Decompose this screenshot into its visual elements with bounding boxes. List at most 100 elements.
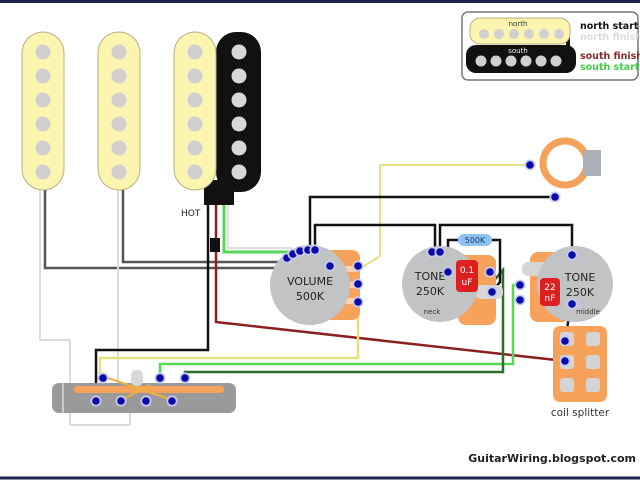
legend-pole-north	[509, 29, 519, 39]
pole-piece	[111, 116, 127, 132]
solder-joint	[436, 248, 444, 256]
pole-piece	[187, 92, 203, 108]
solder-joint	[551, 193, 559, 201]
cap-neck-value: 0.1	[460, 266, 474, 276]
pole-piece	[35, 68, 51, 84]
splice-block	[210, 238, 220, 252]
pickup-middle	[97, 31, 141, 191]
solder-joint	[428, 248, 436, 256]
legend-pole-south	[475, 55, 487, 67]
solder-joints	[90, 159, 578, 407]
pole-piece	[111, 164, 127, 180]
legend-pole-south	[505, 55, 517, 67]
switch-lever[interactable]	[131, 370, 143, 386]
solder-joint	[117, 397, 125, 405]
legend: north south north start north finish sou…	[461, 11, 640, 81]
cap-neck-unit: uF	[462, 278, 473, 288]
pole-piece	[111, 44, 127, 60]
legend-north-finish: north finish	[580, 32, 640, 43]
pole-piece	[35, 116, 51, 132]
solder-joint	[488, 288, 496, 296]
wire-humbucker-green	[222, 205, 290, 254]
splitter-lug	[586, 378, 600, 392]
wire-middle-hot	[121, 190, 280, 264]
solder-joint	[311, 246, 319, 254]
splitter-lug	[560, 378, 574, 392]
wire-ground-vol-tone	[313, 223, 437, 255]
tone-middle-value: 250K	[566, 286, 595, 299]
legend-pole-north	[494, 29, 504, 39]
solder-joint	[568, 251, 576, 259]
pole-piece	[187, 44, 203, 60]
legend-pole-north	[539, 29, 549, 39]
legend-pole-south	[520, 55, 532, 67]
solder-joint	[142, 397, 150, 405]
pole-piece	[35, 92, 51, 108]
tone-middle-position: middle	[576, 308, 600, 316]
coil-splitter-label: coil splitter	[551, 407, 610, 419]
wire-humbucker-red	[214, 205, 566, 363]
wire-humbucker-white	[227, 205, 292, 249]
wire-yellow-jack	[357, 164, 530, 271]
legend-pole-south	[535, 55, 547, 67]
tone-middle-label: TONE	[564, 271, 596, 284]
tone-middle-pot: 22 nF TONE 250K middle	[522, 246, 613, 322]
solder-joint	[181, 374, 189, 382]
pole-piece	[231, 140, 247, 156]
solder-joint	[444, 268, 452, 276]
solder-joint	[486, 268, 494, 276]
wire-ground-tone-tone	[438, 223, 574, 255]
legend-north-start: north start	[580, 21, 639, 32]
solder-joint	[354, 262, 362, 270]
pole-piece	[187, 164, 203, 180]
solder-joint	[296, 247, 304, 255]
solder-joint	[156, 374, 164, 382]
solder-joint	[526, 161, 534, 169]
pole-piece	[231, 92, 247, 108]
wire-neck-hot	[43, 190, 280, 270]
pole-piece	[35, 140, 51, 156]
legend-pole-north	[479, 29, 489, 39]
pole-piece	[111, 68, 127, 84]
legend-south-finish: south finish	[580, 51, 640, 62]
splitter-lug	[586, 332, 600, 346]
solder-joint	[561, 357, 569, 365]
pickup-bridge-humbucker	[173, 31, 261, 205]
pickup-selector-switch[interactable]	[52, 370, 236, 413]
volume-value: 500K	[296, 290, 325, 303]
solder-joint	[561, 337, 569, 345]
pole-piece	[231, 44, 247, 60]
output-jack	[539, 137, 601, 189]
pole-piece	[111, 140, 127, 156]
solder-joint	[516, 281, 524, 289]
volume-label: VOLUME	[287, 275, 333, 288]
cap-middle-value: 22	[544, 283, 555, 293]
pole-piece	[231, 68, 247, 84]
resistor-500k	[458, 234, 492, 246]
pole-piece	[187, 68, 203, 84]
pole-piece	[187, 140, 203, 156]
wire-yellow-switch-volume	[98, 302, 360, 378]
tone-neck-pot: 0.1 uF TONE 250K neck 500K	[402, 234, 503, 325]
legend-pole-north	[554, 29, 564, 39]
tone-neck-position: neck	[424, 308, 442, 316]
pole-piece	[35, 44, 51, 60]
pole-piece	[111, 92, 127, 108]
hot-label: HOT	[181, 209, 201, 219]
resistor-value: 500K	[465, 236, 486, 245]
wire-ground-jack	[308, 195, 555, 255]
pole-piece	[35, 164, 51, 180]
legend-south-start: south start	[580, 62, 640, 73]
pole-piece	[231, 164, 247, 180]
wire-neck-white	[39, 190, 131, 426]
capacitor-neck	[456, 260, 478, 292]
pole-piece	[231, 116, 247, 132]
cap-middle-unit: nF	[545, 294, 556, 304]
capacitor-middle	[540, 278, 560, 306]
pole-piece	[187, 116, 203, 132]
footer-credit: GuitarWiring.blogspot.com	[468, 452, 636, 465]
solder-joint	[354, 280, 362, 288]
solder-joint	[168, 397, 176, 405]
wire-humbucker-hot	[94, 205, 210, 400]
